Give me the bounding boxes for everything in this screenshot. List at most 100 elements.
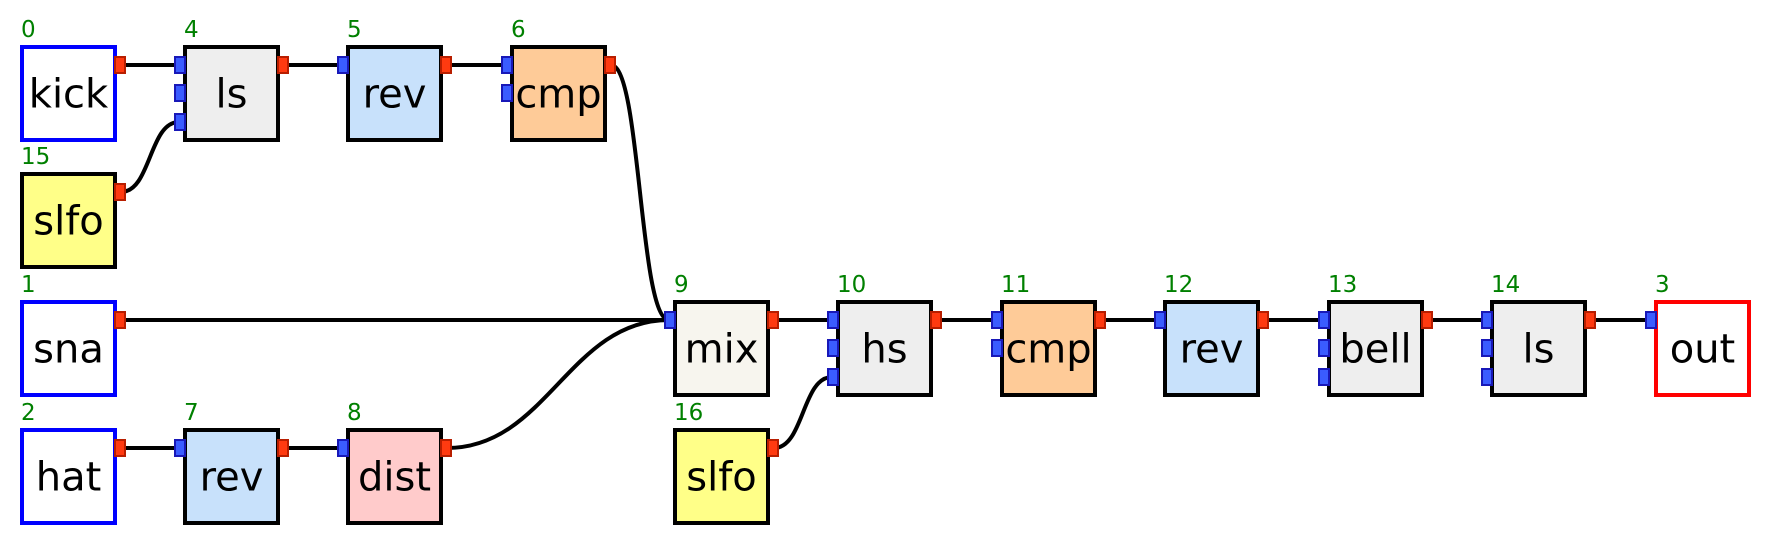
node-name-label: rev <box>1180 327 1244 373</box>
node-id-label: 11 <box>1001 272 1030 298</box>
node-box <box>673 300 770 397</box>
node-name-label: cmp <box>515 72 601 118</box>
node-cmp-11[interactable]: 11 cmp <box>991 272 1106 397</box>
wire-8-to-9 <box>446 318 670 450</box>
node-id-label: 2 <box>21 400 36 426</box>
node-name-label: ls <box>1523 327 1555 373</box>
node-hs-10[interactable]: 10 hs <box>827 272 942 397</box>
output-port[interactable] <box>930 311 942 329</box>
node-id-label: 4 <box>184 17 199 43</box>
node-id-label: 5 <box>347 17 362 43</box>
output-port[interactable] <box>114 439 126 457</box>
node-id-label: 3 <box>1655 272 1670 298</box>
output-port[interactable] <box>1257 311 1269 329</box>
input-port[interactable] <box>827 368 839 386</box>
node-id-label: 8 <box>347 400 362 426</box>
output-port[interactable] <box>114 183 126 201</box>
node-name-label: ls <box>216 72 248 118</box>
node-box <box>836 300 933 397</box>
node-kick-0[interactable]: 0 kick <box>20 17 126 142</box>
output-port[interactable] <box>1584 311 1596 329</box>
node-cmp-6[interactable]: 6 cmp <box>501 17 616 142</box>
node-id-label: 16 <box>674 400 703 426</box>
output-port[interactable] <box>1094 311 1106 329</box>
node-box <box>1163 300 1260 397</box>
output-port[interactable] <box>114 311 126 329</box>
node-slfo-16[interactable]: 16 slfo <box>673 400 779 525</box>
input-port[interactable] <box>991 311 1003 329</box>
node-name-label: hs <box>861 327 907 373</box>
node-id-label: 15 <box>21 144 50 170</box>
input-port[interactable] <box>827 311 839 329</box>
input-port[interactable] <box>501 84 513 102</box>
wire-16-to-10 <box>773 375 833 450</box>
node-name-label: rev <box>200 455 264 501</box>
output-port[interactable] <box>767 439 779 457</box>
input-port[interactable] <box>174 113 186 131</box>
input-port[interactable] <box>1481 368 1493 386</box>
node-name-label: bell <box>1339 327 1411 373</box>
node-name-label: hat <box>36 455 102 501</box>
node-box <box>346 45 443 142</box>
input-port[interactable] <box>1154 311 1166 329</box>
input-port[interactable] <box>991 339 1003 357</box>
output-port[interactable] <box>440 56 452 74</box>
input-port[interactable] <box>1481 339 1493 357</box>
node-name-label: slfo <box>686 455 757 501</box>
node-name-label: kick <box>29 72 109 118</box>
input-port[interactable] <box>501 56 513 74</box>
node-box <box>1654 300 1751 397</box>
input-port[interactable] <box>827 339 839 357</box>
wires <box>120 63 1650 450</box>
input-port[interactable] <box>337 56 349 74</box>
node-box <box>346 428 443 525</box>
node-ls-4[interactable]: 4 ls <box>174 17 289 142</box>
output-port[interactable] <box>277 439 289 457</box>
input-port[interactable] <box>664 311 676 329</box>
node-box <box>183 428 280 525</box>
output-port[interactable] <box>1421 311 1433 329</box>
node-box <box>673 428 770 525</box>
node-id-label: 10 <box>837 272 866 298</box>
node-name-label: rev <box>363 72 427 118</box>
input-port[interactable] <box>1318 311 1330 329</box>
wire-15-to-4 <box>120 120 180 194</box>
node-hat-2[interactable]: 2 hat <box>20 400 126 525</box>
node-id-label: 9 <box>674 272 689 298</box>
output-port[interactable] <box>440 439 452 457</box>
input-port[interactable] <box>174 439 186 457</box>
input-port[interactable] <box>174 56 186 74</box>
output-port[interactable] <box>767 311 779 329</box>
node-name-label: mix <box>685 327 759 373</box>
node-id-label: 6 <box>511 17 526 43</box>
input-port[interactable] <box>174 84 186 102</box>
input-port[interactable] <box>1481 311 1493 329</box>
node-name-label: cmp <box>1005 327 1091 373</box>
node-slfo-15[interactable]: 15 slfo <box>20 144 126 269</box>
input-port[interactable] <box>1318 339 1330 357</box>
node-box <box>20 300 117 397</box>
node-rev-5[interactable]: 5 rev <box>337 17 452 142</box>
node-mix-9[interactable]: 9 mix <box>664 272 779 397</box>
wire-6-to-9 <box>610 63 670 322</box>
input-port[interactable] <box>1645 311 1657 329</box>
output-port[interactable] <box>604 56 616 74</box>
input-port[interactable] <box>337 439 349 457</box>
output-port[interactable] <box>277 56 289 74</box>
node-name-label: sna <box>33 327 104 373</box>
node-name-label: dist <box>358 455 431 501</box>
node-id-label: 0 <box>21 17 36 43</box>
node-name-label: slfo <box>33 199 104 245</box>
node-dist-8[interactable]: 8 dist <box>337 400 452 525</box>
input-port[interactable] <box>1318 368 1330 386</box>
output-port[interactable] <box>114 56 126 74</box>
node-box <box>20 428 117 525</box>
